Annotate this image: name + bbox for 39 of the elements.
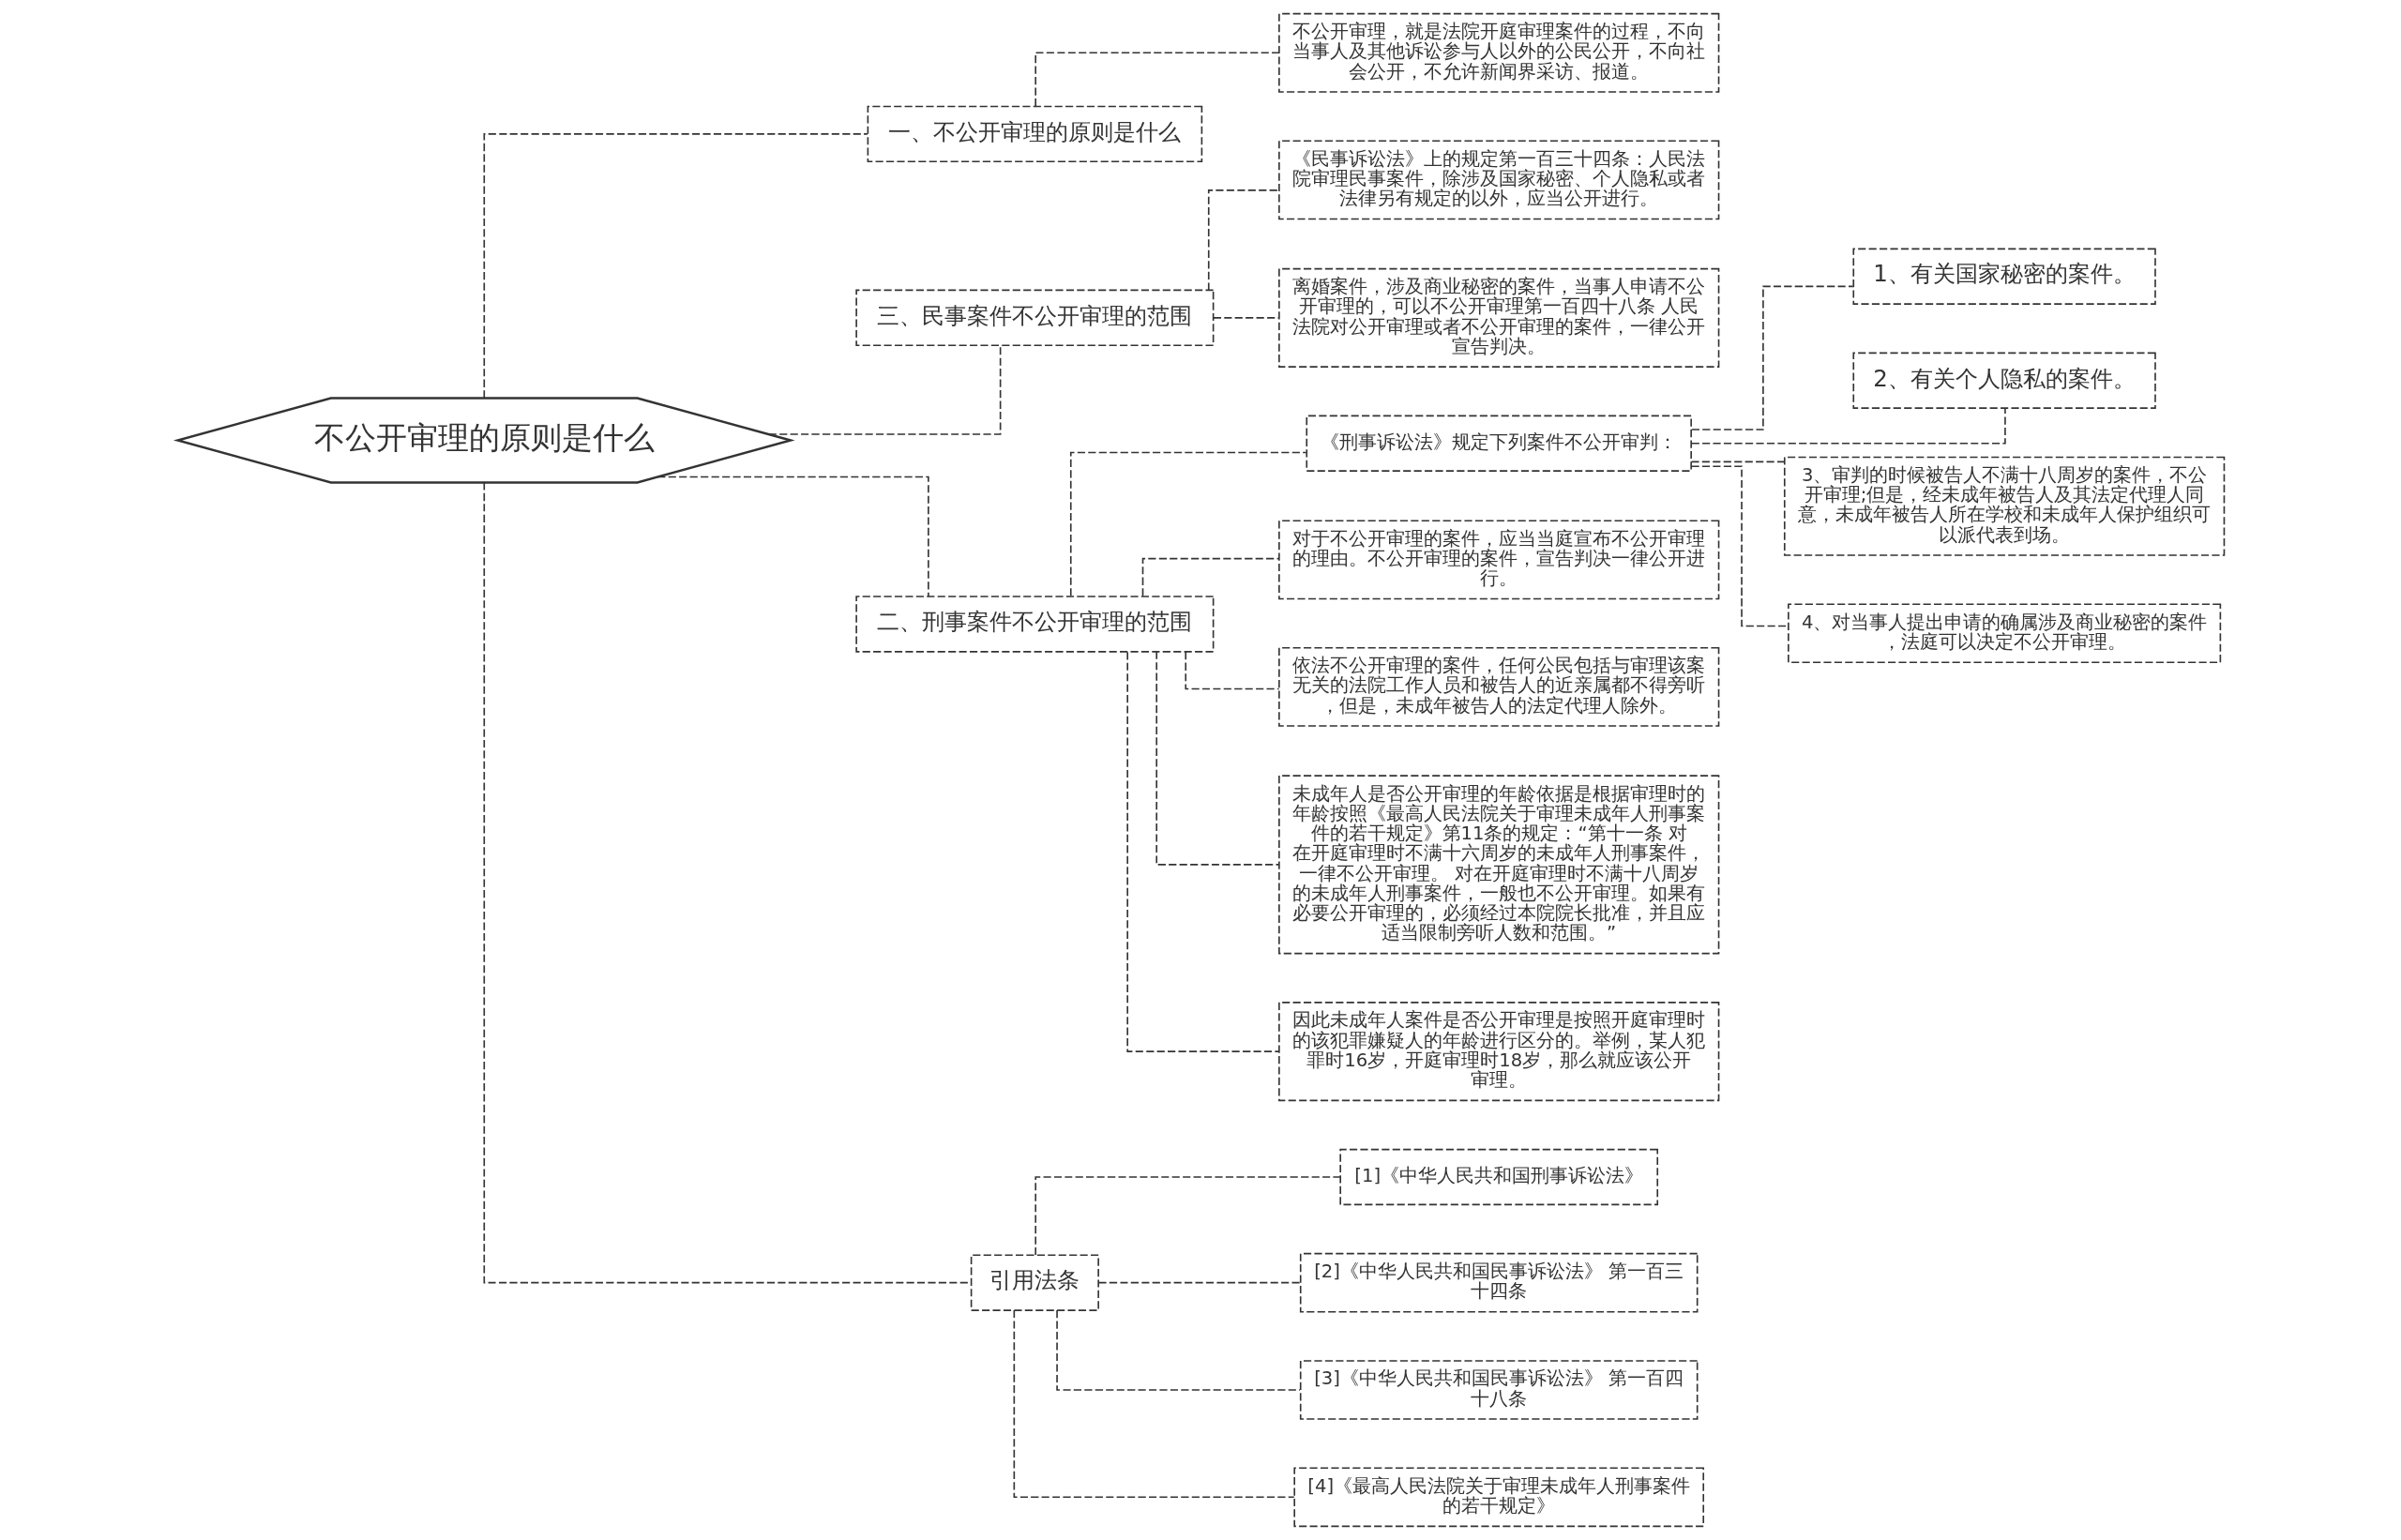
connector	[1690, 460, 1785, 463]
node-box: 二、刑事案件不公开审理的范围	[854, 596, 1214, 653]
connector	[1690, 465, 1789, 627]
node-box: 《刑事诉讼法》规定下列案件不公开审判：	[1305, 415, 1692, 472]
node-box: 对于不公开审理的案件，应当当庭宣布不公开审理的理由。不公开审理的案件，宣告判决一律公开进行。	[1277, 520, 1719, 600]
connector	[1013, 1309, 1295, 1499]
node-box: [1]《中华人民共和国刑事诉讼法》	[1338, 1148, 1658, 1206]
node-box: 未成年人是否公开审理的年龄依据是根据审理时的年龄按照《最高人民法院关于审理未成年人刑事案件的若干规定》第11条的规定：“第十一条 对在开庭审理时不满十六周岁的未成年人刑事案件，一律不公开审理。 对在开庭审理时不满十八周岁的未成年人刑事案件，一般也不公开审理。如果有必要公开审理的，必须经过本院院长批准，并且应适当限制旁听人数和范围。”	[1277, 775, 1719, 955]
connector	[657, 476, 929, 597]
connector	[1034, 52, 1279, 107]
connector	[1690, 285, 1853, 430]
connector	[1069, 451, 1306, 597]
connector	[1141, 557, 1279, 597]
node-box: [2]《中华人民共和国民事诉讼法》 第一百三十四条	[1299, 1252, 1698, 1313]
node-box: 三、民事案件不公开审理的范围	[854, 289, 1214, 347]
node-box: 4、对当事人提出申请的确属涉及商业秘密的案件，法庭可以决定不公开审理。	[1787, 603, 2221, 664]
connector	[482, 133, 868, 399]
node-box: 离婚案件，涉及商业秘密的案件，当事人申请不公开审理的，可以不公开审理第一百四十八条 人民法院对公开审理或者不公开审理的案件，一律公开宣告判决。	[1277, 267, 1719, 368]
node-box: [3]《中华人民共和国民事诉讼法》 第一百四十八条	[1299, 1360, 1698, 1420]
connector	[767, 344, 1001, 435]
node-box: [4]《最高人民法院关于审理未成年人刑事案件的若干规定》	[1292, 1467, 1704, 1528]
connector	[1097, 1281, 1301, 1284]
connector	[1034, 1176, 1341, 1256]
connector	[1207, 189, 1279, 292]
node-box: 因此未成年人案件是否公开审理是按照开庭审理时的该犯罪嫌疑人的年龄进行区分的。举例，某人犯罪时16岁，开庭审理时18岁，那么就应该公开审理。	[1277, 1002, 1719, 1102]
node-box: 一、不公开审理的原则是什么	[867, 105, 1202, 163]
node-box: 1、有关国家秘密的案件。	[1851, 248, 2156, 305]
connector	[1055, 1309, 1301, 1391]
connector	[1212, 317, 1280, 319]
connector	[1125, 651, 1280, 1052]
node-box: 不公开审理，就是法院开庭审理案件的过程，不向当事人及其他诉讼参与人以外的公民公开，不向社会公开，不允许新闻界采访、报道。	[1277, 12, 1719, 93]
connector	[1184, 651, 1279, 690]
connector	[1155, 651, 1279, 866]
node-box: 引用法条	[970, 1254, 1099, 1311]
connector	[1690, 407, 2006, 445]
node-box: 依法不公开审理的案件，任何公民包括与审理该案无关的法院工作人员和被告人的近亲属都不得旁听，但是，未成年被告人的法定代理人除外。	[1277, 646, 1719, 727]
node-box: 2、有关个人隐私的案件。	[1851, 352, 2156, 409]
node-box: 3、审判的时候被告人不满十八周岁的案件，不公开审理;但是，经未成年被告人及其法定代理人同意，未成年被告人所在学校和未成年人保护组织可以派代表到场。	[1783, 456, 2225, 556]
node-box: 《民事诉讼法》上的规定第一百三十四条：人民法院审理民事案件，除涉及国家秘密、个人隐私或者法律另有规定的以外，应当公开进行。	[1277, 140, 1719, 220]
